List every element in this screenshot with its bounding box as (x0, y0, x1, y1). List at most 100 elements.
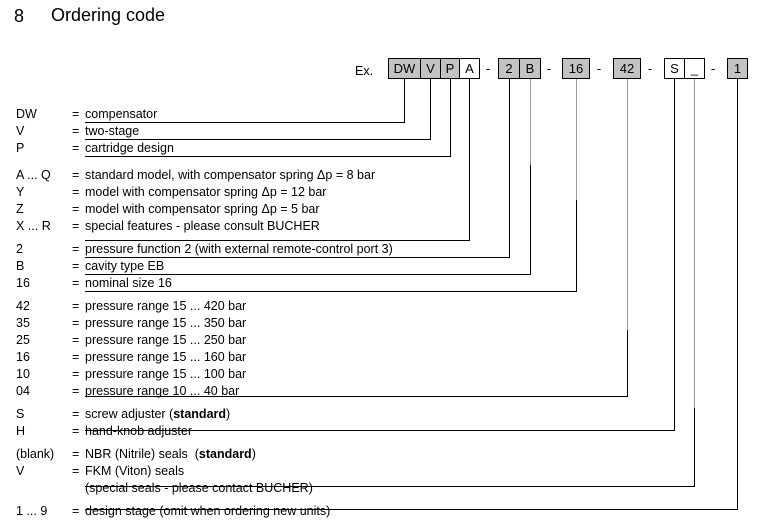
leader-pressure-vertical-upper (627, 79, 628, 369)
legend-description: nominal size 16 (85, 276, 172, 290)
legend-code: 10 (16, 367, 30, 381)
legend-equals: = (72, 124, 80, 138)
legend-row: 10 = pressure range 15 ... 100 bar (0, 366, 766, 382)
legend-equals: = (72, 367, 80, 381)
legend-equals: = (72, 185, 80, 199)
legend-description: cavity type EB (85, 259, 165, 273)
legend-row: 42 = pressure range 15 ... 420 bar (0, 298, 766, 314)
legend-row: (blank) = NBR (Nitrile) seals (standard) (0, 446, 766, 462)
code-box-seal[interactable]: _ (684, 58, 705, 79)
code-box-2[interactable]: 2 (498, 58, 520, 79)
code-box-p[interactable]: P (440, 58, 460, 79)
legend-row: 16 = nominal size 16 (0, 275, 766, 291)
legend-row: 25 = pressure range 15 ... 250 bar (0, 332, 766, 348)
legend-description: special features - please consult BUCHER (85, 219, 320, 233)
code-box-s[interactable]: S (664, 58, 685, 79)
legend-row: B = cavity type EB (0, 258, 766, 274)
legend-equals: = (72, 107, 80, 121)
leader-p-vertical (450, 79, 451, 156)
leader-pressure-vertical (627, 330, 628, 396)
code-box-v[interactable]: V (420, 58, 441, 79)
legend-code: V (16, 124, 25, 138)
legend-description: pressure range 15 ... 350 bar (85, 316, 247, 330)
legend-description: model with compensator spring Δp = 5 bar (85, 202, 320, 216)
legend-row: P = cartridge design (0, 140, 766, 156)
code-box-42[interactable]: 42 (613, 58, 641, 79)
legend-equals: = (72, 276, 80, 290)
leader-a-underline (85, 240, 470, 241)
leader-16-vertical (576, 200, 577, 291)
legend-equals: = (72, 350, 80, 364)
leader-a-vertical (469, 79, 470, 240)
legend-description: compensator (85, 107, 158, 121)
code-separator-2: - (546, 61, 552, 76)
legend-code: 2 (16, 242, 23, 256)
leader-v-underline (85, 139, 431, 140)
legend-description: model with compensator spring Δp = 12 ba… (85, 185, 327, 199)
leader-2-underline (85, 257, 510, 258)
legend-description: cartridge design (85, 141, 174, 155)
legend-equals: = (72, 316, 80, 330)
legend-row: 16 = pressure range 15 ... 160 bar (0, 349, 766, 365)
legend-equals: = (72, 168, 80, 182)
legend-row: 35 = pressure range 15 ... 350 bar (0, 315, 766, 331)
legend-description: screw adjuster (standard) (85, 407, 231, 421)
code-separator-4: - (647, 61, 653, 76)
legend-description: standard model, with compensator spring … (85, 168, 376, 182)
leader-dw-underline (85, 122, 405, 123)
legend-code: B (16, 259, 25, 273)
legend-code: 16 (16, 350, 30, 364)
legend-equals: = (72, 504, 80, 518)
section-number: 8 (14, 6, 25, 26)
legend-row: Z = model with compensator spring Δp = 5… (0, 201, 766, 217)
code-box-dw[interactable]: DW (388, 58, 421, 79)
code-box-a[interactable]: A (459, 58, 480, 79)
example-label: Ex. (355, 64, 374, 78)
legend-equals: = (72, 424, 80, 438)
legend-row: 1 ... 9 = design stage (omit when orderi… (0, 503, 766, 519)
legend-row: V = two-stage (0, 123, 766, 139)
code-box-16[interactable]: 16 (562, 58, 590, 79)
legend-code: Y (16, 185, 25, 199)
legend-equals: = (72, 464, 80, 478)
legend-equals: = (72, 219, 80, 233)
legend-description: NBR (Nitrile) seals (standard) (85, 447, 256, 461)
leader-seals-vertical (694, 408, 695, 486)
leader-adjuster-vertical (674, 79, 675, 430)
legend-equals: = (72, 333, 80, 347)
legend-emphasis: standard (173, 407, 227, 421)
legend-row: 04 = pressure range 10 ... 40 bar (0, 383, 766, 399)
legend-equals: = (72, 384, 80, 398)
legend-code: (blank) (16, 447, 55, 461)
legend-row: Y = model with compensator spring Δp = 1… (0, 184, 766, 200)
code-box-design-stage[interactable]: 1 (727, 58, 748, 79)
code-separator-1: - (485, 61, 491, 76)
legend-row: X ... R = special features - please cons… (0, 218, 766, 234)
leader-b-vertical-upper (530, 79, 531, 197)
page-title: Ordering code (51, 5, 166, 25)
code-separator-5: - (710, 61, 716, 76)
leader-16-vertical-upper (576, 79, 577, 239)
legend-row: DW = compensator (0, 106, 766, 122)
legend-row: (special seals - please contact BUCHER) (0, 480, 766, 496)
legend-description: hand-knob adjuster (85, 424, 193, 438)
leader-design-stage-vertical (737, 79, 738, 509)
code-box-b[interactable]: B (519, 58, 541, 79)
legend-code: S (16, 407, 25, 421)
legend-code: P (16, 141, 25, 155)
legend-equals: = (72, 202, 80, 216)
legend-code: DW (16, 107, 37, 121)
legend-row: A ... Q = standard model, with compensat… (0, 167, 766, 183)
legend-row: S = screw adjuster (standard) (0, 406, 766, 422)
legend-code: V (16, 464, 25, 478)
legend-equals: = (72, 299, 80, 313)
legend-description: pressure range 15 ... 250 bar (85, 333, 247, 347)
legend-equals: = (72, 141, 80, 155)
leader-adjuster-underline (85, 430, 675, 431)
legend-code: A ... Q (16, 168, 51, 182)
legend-equals: = (72, 407, 80, 421)
legend-description: two-stage (85, 124, 140, 138)
legend-code: 04 (16, 384, 30, 398)
legend-equals: = (72, 259, 80, 273)
